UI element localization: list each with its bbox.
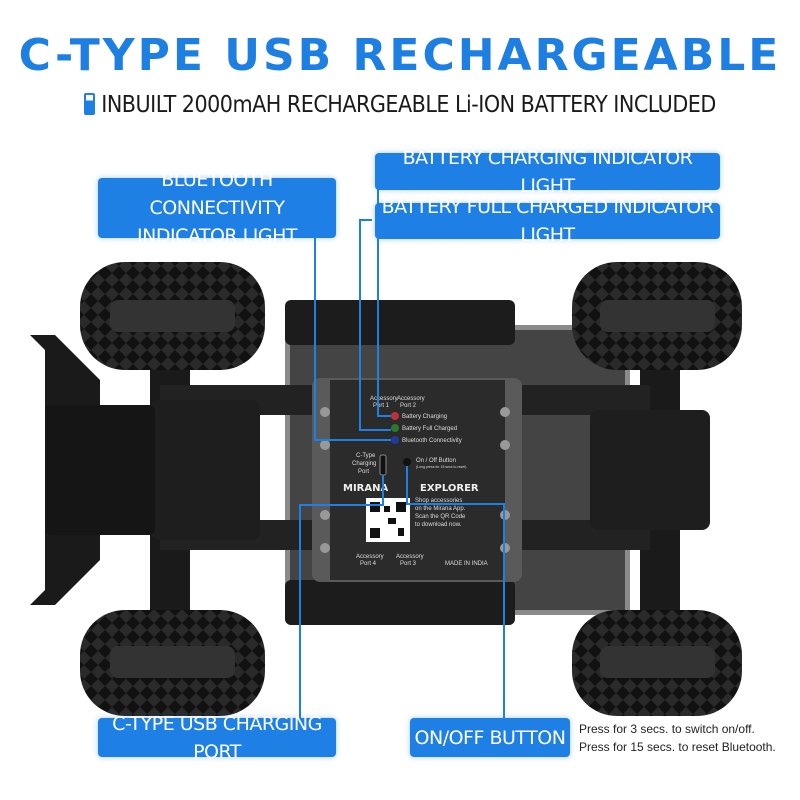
shop-text-3: Scan the QR Code (415, 514, 466, 520)
wheel-front-left (80, 262, 265, 370)
onoff-note: Press for 3 secs. to switch on/off. Pres… (579, 720, 776, 756)
port1-label: Accessory (370, 396, 398, 402)
subtitle-text: INBUILT 2000mAH RECHARGEABLE Li-ION BATT… (101, 92, 716, 118)
port-label-2: Charging (352, 461, 376, 467)
led-bt-label: Bluetooth Connectivity (402, 438, 462, 444)
callout-text: INDICATOR LIGHT (137, 225, 297, 247)
shop-text-1: Shop accessories (415, 498, 462, 504)
subtitle: INBUILT 2000mAH RECHARGEABLE Li-ION BATT… (0, 92, 800, 118)
made-in-label: MADE IN INDIA (445, 561, 488, 567)
shop-text-2: on the Mirana App. (415, 506, 466, 512)
led-charging-label: Battery Charging (402, 414, 447, 420)
usb-c-port (379, 454, 387, 476)
callout-text: BLUETOOTH CONNECTIVITY (149, 169, 285, 219)
callout-charging-indicator: BATTERY CHARGING INDICATOR LIGHT (375, 147, 720, 197)
callout-lines (299, 172, 505, 720)
full-charged-led (391, 424, 399, 432)
callout-usb-port: C-TYPE USB CHARGING PORT (98, 713, 336, 763)
power-button (403, 458, 411, 466)
port-label-3: Port (358, 469, 369, 475)
wheel-rear-right (572, 610, 742, 716)
port1-label-2: Port 1 (373, 403, 390, 409)
button-label: On / Off Button (416, 458, 456, 464)
port4-label-2: Port 4 (360, 561, 377, 567)
wheel-front-right (80, 610, 265, 716)
brand-logo: MIRANA (343, 483, 388, 494)
callout-full-charged-indicator: BATTERY FULL CHARGED INDICATOR LIGHT (375, 196, 720, 246)
wheel-rear-left (572, 262, 742, 370)
led-full-label: Battery Full Charged (402, 426, 457, 432)
port-label-1: C-Type (356, 453, 376, 459)
model-logo: EXPLORER (420, 483, 479, 494)
shop-text-4: to download now. (415, 522, 462, 528)
onoff-note-line: Press for 3 secs. to switch on/off. (579, 722, 755, 736)
port3-label: Accessory (396, 554, 424, 560)
port2-label-2: Port 2 (400, 403, 417, 409)
onoff-note-line: Press for 15 secs. to reset Bluetooth. (579, 740, 776, 754)
callout-bluetooth-indicator: BLUETOOTH CONNECTIVITY INDICATOR LIGHT (98, 169, 336, 247)
port2-label: Accessory (397, 396, 425, 402)
page-title: C-TYPE USB RECHARGEABLE (18, 30, 782, 81)
port4-label: Accessory (356, 554, 384, 560)
port3-label-2: Port 3 (400, 561, 417, 567)
bluetooth-led (391, 436, 399, 444)
button-hint: (Long press for 15 secs to reset) (416, 465, 466, 469)
charging-led (391, 412, 399, 420)
battery-icon (84, 93, 96, 115)
callout-onoff-button: ON/OFF BUTTON (410, 718, 570, 757)
